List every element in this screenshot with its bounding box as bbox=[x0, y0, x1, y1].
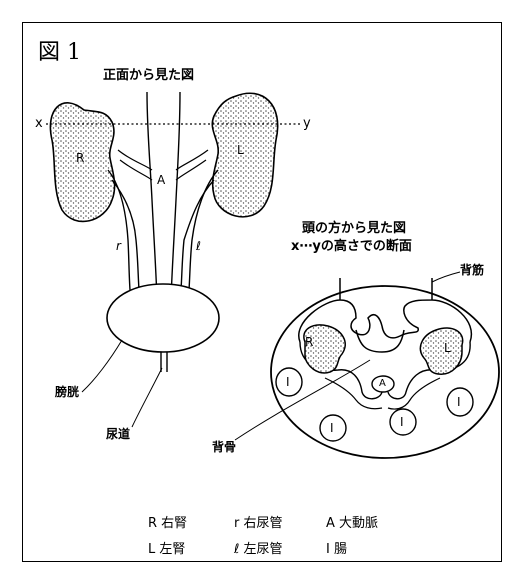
x-marker: x bbox=[35, 117, 43, 130]
aorta-letter-section: A bbox=[379, 379, 386, 389]
ureters bbox=[108, 170, 218, 290]
bladder-front bbox=[107, 284, 219, 352]
aorta-front bbox=[147, 92, 180, 310]
legend-right-kidney: R 右腎 bbox=[148, 512, 187, 531]
legend-right-ureter: r 右尿管 bbox=[234, 512, 282, 531]
aorta-letter-front: A bbox=[157, 174, 165, 186]
bladder-label: 膀胱 bbox=[55, 386, 79, 398]
legend-left-ureter: ℓ 左尿管 bbox=[234, 538, 283, 557]
section-caption-line1: 頭の方から見た図 bbox=[302, 222, 406, 235]
right-kidney-letter-front: R bbox=[76, 152, 84, 164]
legend-aorta: A 大動脈 bbox=[326, 512, 378, 531]
urethra-label: 尿道 bbox=[106, 428, 130, 440]
body-section-outline bbox=[271, 286, 499, 458]
intestine-letter-4: I bbox=[457, 396, 461, 408]
right-ureter-letter: r bbox=[116, 240, 121, 252]
left-ureter-letter: ℓ bbox=[196, 240, 201, 252]
right-kidney-letter-section: R bbox=[305, 336, 313, 348]
y-marker: y bbox=[303, 117, 311, 130]
section-caption-line2: x⋯yの高さでの断面 bbox=[291, 240, 412, 253]
intestine-letter-3: I bbox=[400, 416, 404, 428]
front-view-caption: 正面から見た図 bbox=[103, 69, 194, 82]
intestine-letter-2: I bbox=[330, 422, 334, 434]
left-kidney-letter-front: L bbox=[237, 144, 244, 156]
back-muscle-label: 背筋 bbox=[460, 264, 484, 276]
left-kidney-front bbox=[212, 93, 277, 217]
legend-left-kidney: L 左腎 bbox=[148, 538, 185, 557]
spine-label: 背骨 bbox=[212, 441, 236, 453]
left-kidney-letter-section: L bbox=[444, 342, 451, 354]
intestine-letter-1: I bbox=[286, 376, 290, 388]
legend-intestine: I 腸 bbox=[326, 538, 347, 557]
